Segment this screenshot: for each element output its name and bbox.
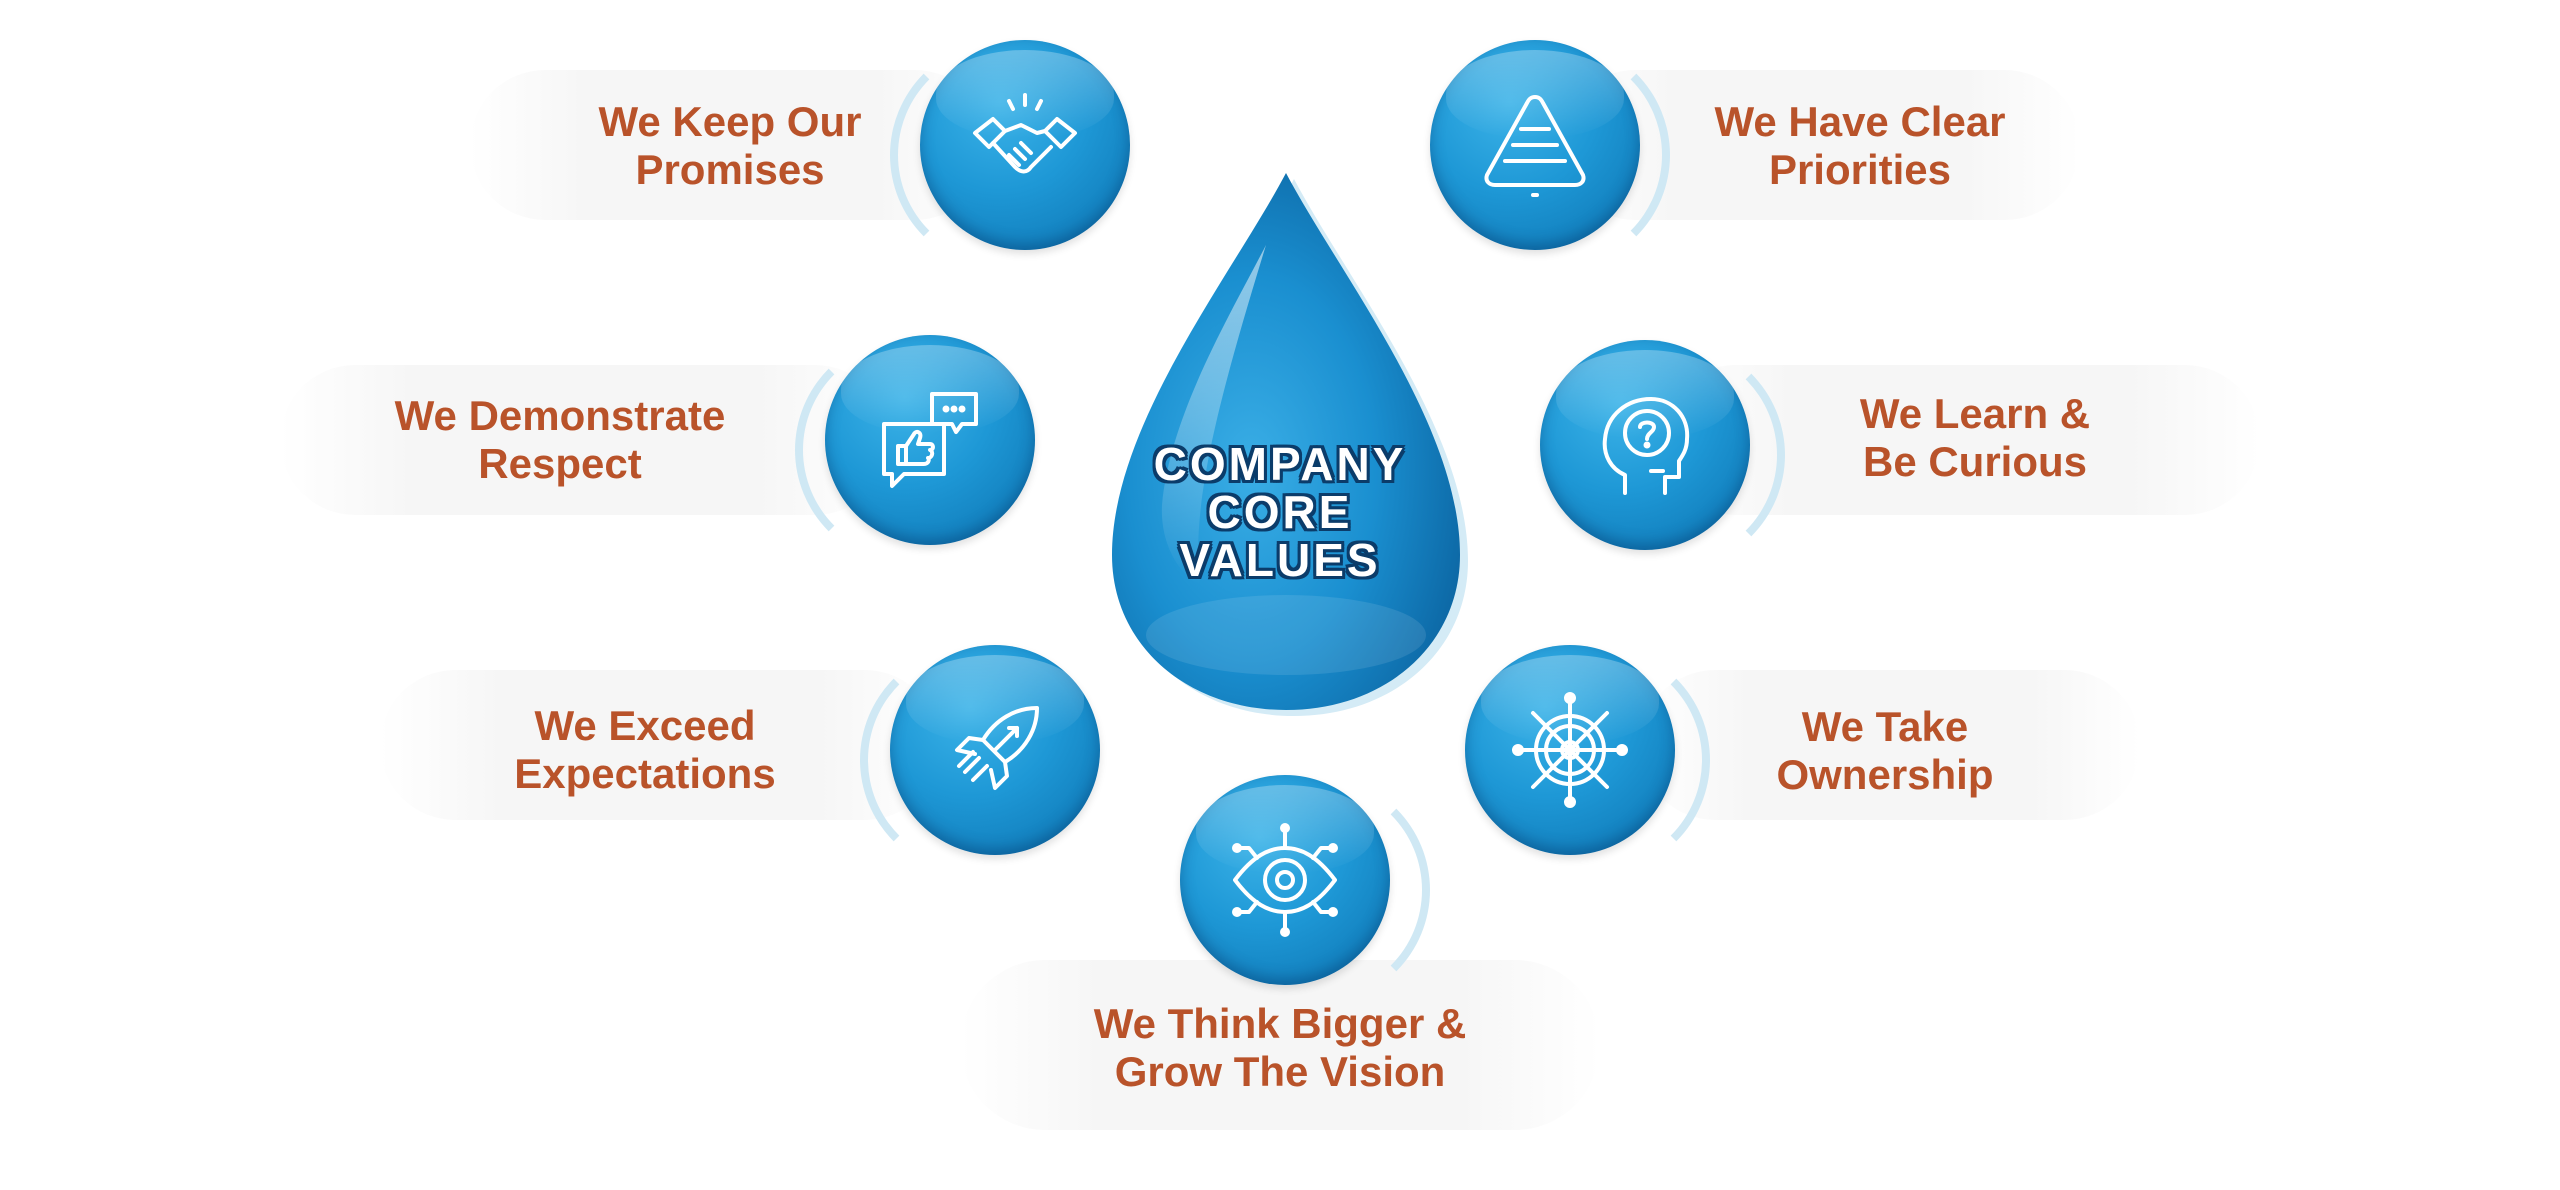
value-label-line: Grow The Vision xyxy=(1114,1048,1446,1095)
value-circle-think-bigger xyxy=(1180,775,1390,985)
value-label-line: We Exceed xyxy=(534,702,756,749)
head-question-icon xyxy=(1585,385,1705,505)
value-circle-take-ownership xyxy=(1465,645,1675,855)
arc-decoration xyxy=(1480,645,1710,875)
arc-decoration xyxy=(1555,340,1785,570)
value-circle-exceed-expectations xyxy=(890,645,1100,855)
drop-title-line-1: COMPANY xyxy=(1153,438,1407,490)
value-label-take-ownership: We Take Ownership xyxy=(1645,703,2125,799)
drop-title-line-3: VALUES xyxy=(1179,534,1381,586)
value-label-learn-curious: We Learn & Be Curious xyxy=(1735,390,2215,486)
handshake-icon xyxy=(965,85,1085,205)
value-label-line: Priorities xyxy=(1768,146,1952,193)
value-label-line: Expectations xyxy=(514,750,776,797)
value-label-line: We Take xyxy=(1801,703,1969,750)
value-label-line: Ownership xyxy=(1776,751,1994,798)
rocket-icon xyxy=(935,690,1055,810)
value-label-line: Respect xyxy=(478,440,642,487)
value-label-demonstrate-respect: We Demonstrate Respect xyxy=(320,392,800,488)
arc-decoration xyxy=(890,40,1120,270)
value-label-line: Be Curious xyxy=(1862,438,2088,485)
value-label-clear-priorities: We Have Clear Priorities xyxy=(1620,98,2100,194)
arc-decoration xyxy=(1200,775,1430,1005)
pill-exceed-expectations xyxy=(380,670,940,820)
arc-decoration xyxy=(860,645,1090,875)
drop-title: COMPANY CORE VALUES xyxy=(1100,440,1460,584)
chat-thumbs-up-icon xyxy=(870,380,990,500)
value-circle-clear-priorities xyxy=(1430,40,1640,250)
value-label-line: Promises xyxy=(635,146,825,193)
pill-demonstrate-respect xyxy=(280,365,890,515)
water-drop xyxy=(1112,173,1468,716)
value-label-line: We Keep Our xyxy=(598,98,862,145)
value-label-exceed-expectations: We Exceed Expectations xyxy=(405,702,885,798)
pill-take-ownership xyxy=(1640,670,2140,820)
arc-decoration xyxy=(1440,40,1670,270)
ship-wheel-icon xyxy=(1510,690,1630,810)
value-label-line: We Think Bigger & xyxy=(1093,1000,1467,1047)
value-circle-demonstrate-respect xyxy=(825,335,1035,545)
pyramid-icon xyxy=(1475,85,1595,205)
value-circle-learn-curious xyxy=(1540,340,1750,550)
value-label-keep-promises: We Keep Our Promises xyxy=(490,98,970,194)
value-label-line: We Demonstrate xyxy=(394,392,726,439)
arc-decoration xyxy=(795,335,1025,565)
value-circle-keep-promises xyxy=(920,40,1130,250)
drop-title-line-2: CORE xyxy=(1207,486,1353,538)
eye-circuit-icon xyxy=(1225,820,1345,940)
value-label-line: We Have Clear xyxy=(1714,98,2006,145)
value-label-think-bigger: We Think Bigger & Grow The Vision xyxy=(1040,1000,1520,1096)
value-label-line: We Learn & xyxy=(1859,390,2091,437)
